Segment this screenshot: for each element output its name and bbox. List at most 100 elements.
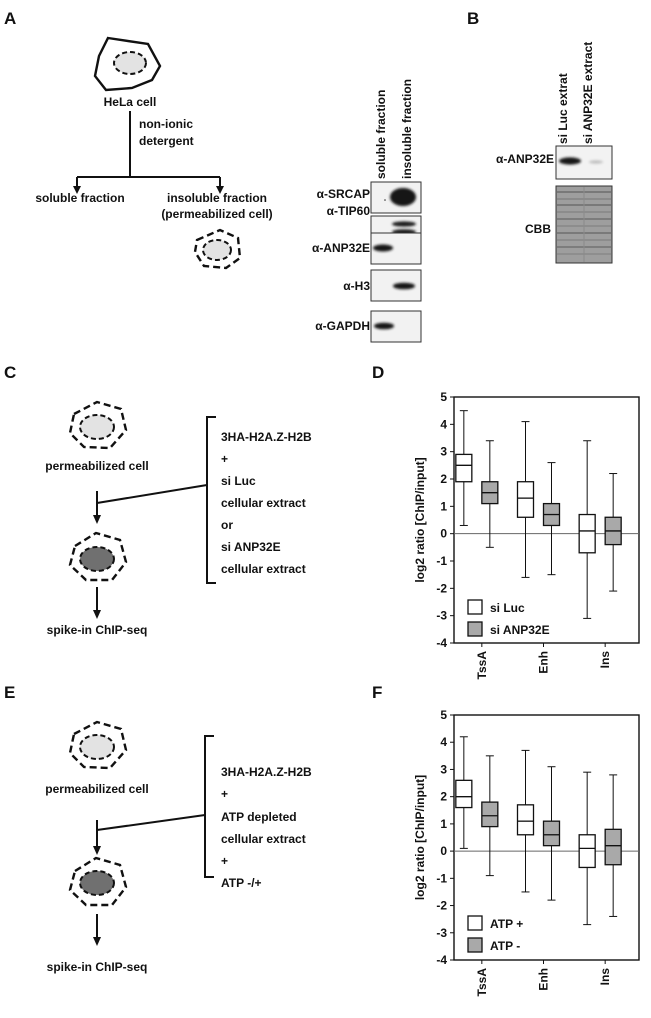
legend-swatch-1	[467, 599, 483, 615]
arrowhead-soluble	[73, 186, 81, 194]
band-tip60-upper	[392, 221, 416, 227]
legend-label-2: si ANP32E	[490, 623, 550, 637]
svg-text:3HA-H2A.Z-H2B: 3HA-H2A.Z-H2B	[221, 430, 312, 444]
svg-text:ATP -/+: ATP -/+	[221, 876, 262, 890]
y-tick-label: -1	[436, 871, 447, 885]
treatment-line-2: detergent	[139, 134, 194, 148]
panel-label-c: C	[4, 363, 16, 382]
x-tick-label-tssa: TssA	[475, 968, 489, 997]
box-body	[604, 828, 622, 866]
box-ins-series1	[578, 771, 596, 926]
treated-cell-e	[68, 856, 128, 907]
y-tick-label: -2	[436, 899, 447, 913]
box-tssa-series1	[455, 410, 473, 526]
box-body	[481, 801, 499, 828]
y-tick-label: 3	[440, 445, 447, 459]
svg-text:+: +	[221, 854, 228, 868]
antibody-gapdh: α-GAPDH	[315, 319, 370, 333]
box-tssa-series1	[455, 736, 473, 849]
y-axis-label: log2 ratio [ChIP/input]	[413, 457, 427, 582]
x-tick-label-ins: Ins	[598, 651, 612, 669]
box-ins-series1	[578, 440, 596, 619]
insoluble-fraction-label: insoluble fraction	[167, 191, 267, 205]
lane-label-insoluble: insoluble fraction	[400, 79, 414, 179]
box-body	[455, 779, 473, 809]
antibody-srcap: α-SRCAP	[317, 187, 370, 201]
box-tssa-series2	[481, 755, 499, 877]
y-tick-label: 2	[440, 472, 447, 486]
antibody-anp32e-b: α-ANP32E	[496, 152, 554, 166]
svg-text:+: +	[221, 787, 228, 801]
plot-frame	[453, 714, 640, 961]
legend-label-1: si Luc	[490, 601, 525, 615]
permeabilized-cell-label-c: permeabilized cell	[45, 459, 148, 473]
svg-text:cellular extract: cellular extract	[221, 562, 306, 576]
y-axis-label: log2 ratio [ChIP/input]	[413, 775, 427, 900]
y-tick-label: 4	[440, 735, 447, 749]
svg-text:3HA-H2A.Z-H2B: 3HA-H2A.Z-H2B	[221, 765, 312, 779]
panel-label-d: D	[372, 363, 384, 382]
plot-frame	[453, 396, 640, 644]
band-srcap-insoluble	[390, 188, 416, 206]
permeabilized-cell-c	[68, 400, 128, 450]
y-tick-label: 4	[440, 417, 447, 431]
svg-text:or: or	[221, 518, 233, 532]
arrowhead-e-1	[93, 846, 101, 855]
y-tick-label: -1	[436, 554, 447, 568]
band-anp32e-si-anp32e	[589, 160, 603, 164]
svg-text:cellular extract: cellular extract	[221, 496, 306, 510]
box-ins-series2	[604, 473, 622, 592]
box-body	[542, 820, 561, 847]
y-tick-label: 5	[440, 390, 447, 404]
y-tick-label: -3	[436, 926, 447, 940]
box-enh-series1	[516, 749, 535, 893]
treatment-line-1: non-ionic	[139, 117, 193, 131]
panel-label-b: B	[467, 9, 479, 28]
panel-label-e: E	[4, 683, 15, 702]
y-tick-label: 2	[440, 790, 447, 804]
y-tick-label: 1	[440, 499, 447, 513]
stain-label-cbb: CBB	[525, 222, 551, 236]
arrowhead-c-1	[93, 515, 101, 524]
band-anp32e-soluble	[373, 244, 393, 252]
permeabilized-cell-a	[193, 228, 242, 270]
x-tick-label-enh: Enh	[537, 968, 551, 991]
lane-label-si-anp32e: si ANP32E extract	[581, 42, 595, 144]
hela-cell-label: HeLa cell	[104, 95, 157, 109]
antibody-tip60: α-TIP60	[327, 204, 371, 218]
legend-swatch-1	[467, 915, 483, 931]
x-tick-label-enh: Enh	[537, 651, 551, 674]
antibody-anp32e: α-ANP32E	[312, 241, 370, 255]
panel-label-a: A	[4, 9, 16, 28]
y-tick-label: -4	[436, 953, 447, 967]
permeabilized-cell-label-e: permeabilized cell	[45, 782, 148, 796]
svg-text:+: +	[221, 452, 228, 466]
condition-list-c: 3HA-H2A.Z-H2B + si Luc cellular extract …	[221, 430, 312, 576]
y-tick-label: -2	[436, 581, 447, 595]
hela-cell-outline	[93, 36, 162, 92]
lane-label-si-luc: si Luc extrat	[556, 73, 570, 144]
lane-label-soluble: soluble fraction	[374, 90, 388, 179]
band-anp32e-si-luc	[559, 157, 581, 165]
legend-label-1: ATP +	[490, 917, 523, 931]
condition-bracket-c	[206, 416, 216, 584]
condition-connector-c	[96, 484, 208, 504]
band-h3-insoluble	[393, 282, 415, 290]
hela-nucleus	[113, 51, 147, 75]
svg-text:si ANP32E: si ANP32E	[221, 540, 281, 554]
condition-list-e: 3HA-H2A.Z-H2B + ATP depleted cellular ex…	[221, 765, 312, 890]
condition-bracket-e	[204, 735, 214, 878]
treated-cell-c	[68, 531, 128, 582]
y-tick-label: 5	[440, 708, 447, 722]
box-body	[455, 453, 473, 483]
condition-connector-e	[96, 814, 206, 831]
y-tick-label: 1	[440, 817, 447, 831]
legend-swatch-2	[467, 621, 483, 637]
antibody-h3: α-H3	[343, 279, 370, 293]
x-tick-label-tssa: TssA	[475, 651, 489, 680]
box-enh-series1	[516, 421, 535, 578]
arrowhead-c-2	[93, 610, 101, 619]
